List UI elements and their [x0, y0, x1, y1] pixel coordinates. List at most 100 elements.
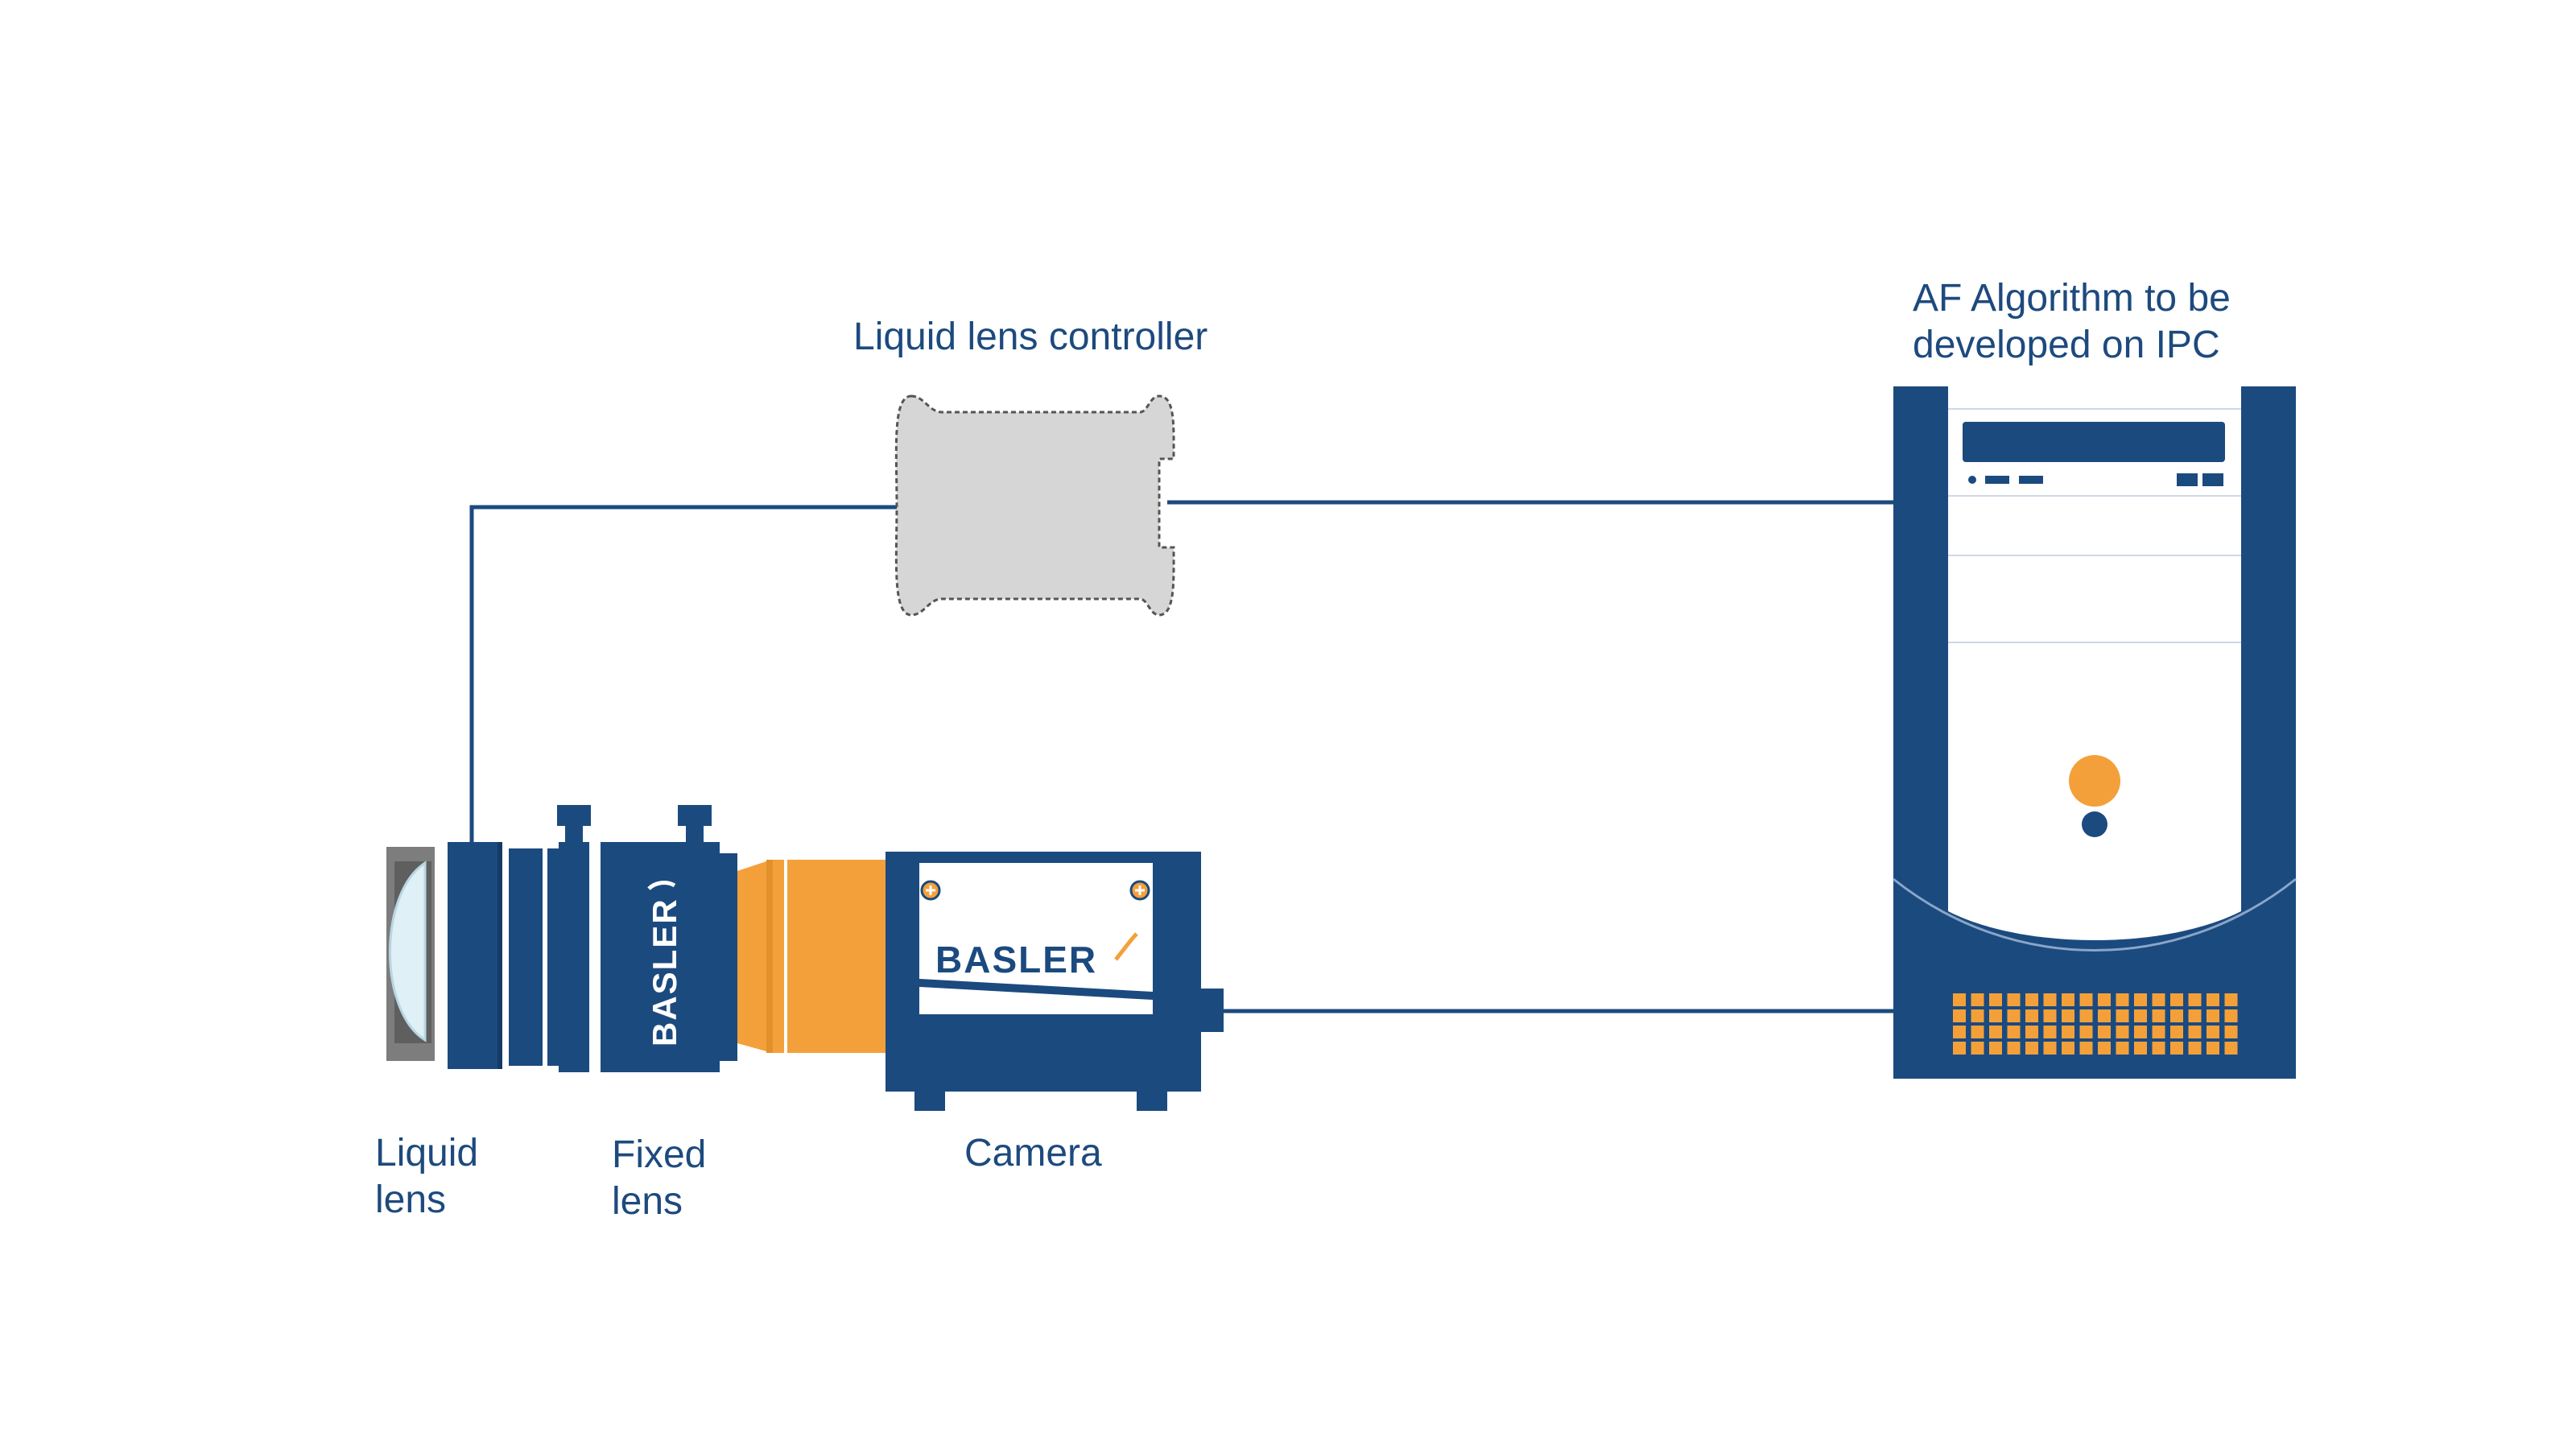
- liquid-lens: [386, 842, 502, 1069]
- ipc-drive-led: [1968, 476, 1976, 484]
- ipc-vent-hole: [1971, 1042, 1984, 1055]
- ipc-vent-hole: [2134, 1042, 2147, 1055]
- ipc-vent-hole: [2025, 1009, 2038, 1022]
- ipc-vent-hole: [2007, 993, 2021, 1006]
- ipc-vent-hole: [1989, 1042, 2002, 1055]
- ipc-vent-hole: [2224, 1009, 2238, 1022]
- fixed-lens-logo: BASLER: [646, 898, 683, 1046]
- camera-label-panel: [919, 863, 1153, 992]
- liquid-lens-ring: [448, 842, 501, 1069]
- ipc-vent-hole: [2098, 1026, 2111, 1038]
- ipc-vent-hole: [2062, 1026, 2074, 1038]
- ipc-vent-hole: [2098, 1009, 2111, 1022]
- ipc-label: AF Algorithm to be developed on IPC: [1913, 275, 2231, 369]
- ipc-vent-hole: [2116, 1042, 2129, 1055]
- ipc-power-button: [2069, 755, 2120, 807]
- camera-foot-right: [1137, 1092, 1167, 1111]
- ipc-vent-hole: [1989, 1009, 2002, 1022]
- liquid-lens-label-line-2: lens: [375, 1178, 447, 1221]
- ipc-label-line-1: AF Algorithm to be: [1913, 277, 2231, 320]
- ipc-vent-hole: [2152, 1009, 2165, 1022]
- lens-adapter: [737, 860, 886, 1053]
- ipc-vent-hole: [2043, 993, 2057, 1006]
- ipc-vent-hole: [2007, 1042, 2021, 1055]
- ipc-vent-hole: [2188, 993, 2202, 1006]
- controller-body: [894, 394, 1175, 617]
- ipc-vent-hole: [2043, 1042, 2057, 1055]
- adapter-extension-tube: [787, 860, 886, 1053]
- fixed-lens-collar-1: [559, 842, 589, 1072]
- ipc-vent-hole: [1989, 1026, 2002, 1038]
- ipc-vent-hole: [2152, 1042, 2165, 1055]
- camera-logo: BASLER: [935, 939, 1097, 980]
- ipc-vent-hole: [2207, 1009, 2219, 1022]
- ipc-vent-hole: [1971, 1026, 1984, 1038]
- ipc-vent-hole: [2079, 1009, 2093, 1022]
- ipc-vent-hole: [2188, 1026, 2202, 1038]
- ipc-vent-hole: [1953, 1042, 1966, 1055]
- liquid-lens-controller: [894, 394, 1175, 617]
- ipc-vent-hole: [2170, 1009, 2183, 1022]
- camera-body-bottom: [886, 1014, 1201, 1064]
- ipc-vent-hole: [2188, 1009, 2202, 1022]
- ipc-status-led: [2082, 811, 2107, 837]
- adapter-cone: [737, 861, 766, 1051]
- ipc-vent-grid: [1953, 993, 2238, 1055]
- ipc-vent-hole: [1953, 993, 1966, 1006]
- ipc-vent-hole: [2152, 993, 2165, 1006]
- ipc-vent-hole: [2207, 1026, 2219, 1038]
- ipc-vent-hole: [2043, 1026, 2057, 1038]
- ipc-drive-slot: [1963, 422, 2225, 462]
- ipc-vent-hole: [2007, 1026, 2021, 1038]
- fixed-lens-screw-1: [557, 805, 591, 826]
- ipc-vent-hole: [2170, 993, 2183, 1006]
- ipc-vent-hole: [2062, 1042, 2074, 1055]
- liquid-lens-label: Liquid lens: [375, 1130, 478, 1224]
- fixed-lens: BASLER: [509, 805, 737, 1072]
- ipc-vent-hole: [2170, 1026, 2183, 1038]
- ipc-vent-hole: [2043, 1009, 2057, 1022]
- ipc-vent-hole: [2224, 993, 2238, 1006]
- ipc-vent-hole: [2224, 1026, 2238, 1038]
- camera: BASLER: [886, 852, 1224, 1111]
- camera-logo-swoosh: [1114, 932, 1138, 961]
- fixed-lens-label-line-2: lens: [612, 1180, 683, 1223]
- camera-panel-stripe: [919, 979, 1153, 1000]
- ipc-vent-hole: [2098, 993, 2111, 1006]
- liquid-lens-label-line-1: Liquid: [375, 1132, 479, 1174]
- ipc-vent-hole: [2007, 1009, 2021, 1022]
- ipc-vent-hole: [2062, 1009, 2074, 1022]
- fixed-lens-logo-swoosh: [647, 881, 676, 890]
- ipc-vent-hole: [2025, 993, 2038, 1006]
- ipc-label-line-2: developed on IPC: [1913, 324, 2220, 366]
- controller-label: Liquid lens controller: [853, 316, 1208, 358]
- ipc-vent-hole: [2025, 1042, 2038, 1055]
- fixed-lens-ring-1: [509, 848, 543, 1066]
- ipc-vent-hole: [2062, 993, 2074, 1006]
- ipc-vent-hole: [2134, 1009, 2147, 1022]
- ipc-vent-hole: [2134, 1026, 2147, 1038]
- fixed-lens-main-barrel: [601, 842, 720, 1072]
- ipc-front-curve: [1893, 877, 2297, 951]
- fixed-lens-label: Fixed lens: [612, 1132, 706, 1225]
- ipc-vent-hole: [2207, 1042, 2219, 1055]
- fixed-lens-ring-2: [547, 848, 560, 1066]
- fixed-lens-screw-2: [678, 805, 712, 826]
- ipc-tower: [1893, 386, 2297, 1079]
- ipc-vent-hole: [2170, 1042, 2183, 1055]
- ipc-vent-hole: [2224, 1042, 2238, 1055]
- camera-base: [886, 1064, 1201, 1092]
- ipc-vent-hole: [2134, 993, 2147, 1006]
- ipc-vent-hole: [2079, 993, 2093, 1006]
- ipc-vent-hole: [1971, 1009, 1984, 1022]
- ipc-vent-hole: [1971, 993, 1984, 1006]
- fixed-lens-collar-2: [720, 853, 737, 1061]
- ipc-vent-hole: [1989, 993, 2002, 1006]
- ipc-front-panel: [1948, 386, 2241, 940]
- ipc-vent-hole: [2116, 1026, 2129, 1038]
- camera-label: Camera: [964, 1132, 1102, 1174]
- fixed-lens-label-line-1: Fixed: [612, 1133, 707, 1176]
- ipc-vent-hole: [2079, 1042, 2093, 1055]
- ipc-vent-hole: [2079, 1026, 2093, 1038]
